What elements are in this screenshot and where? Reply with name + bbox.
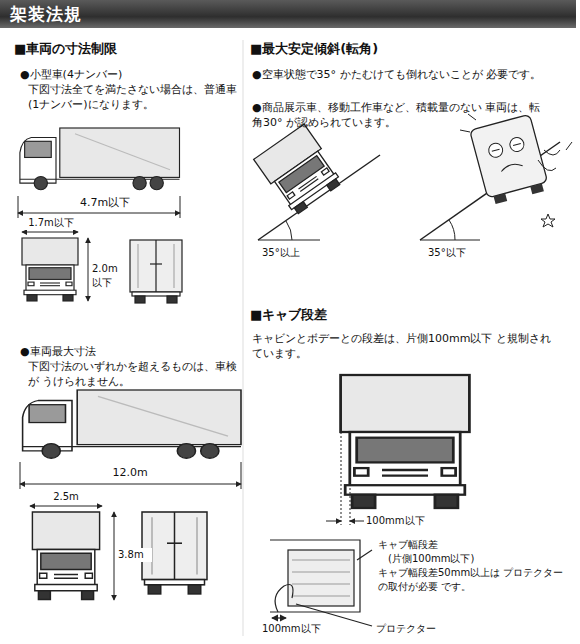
note: ●空車状態で35° かたむけても倒れないことが 必要です。 [252, 68, 542, 83]
dimension: 100mm以下 [366, 514, 446, 528]
note: ●商品展示車、移動工作車など、積載量のない 車両は、転角30° が認められていま… [252, 101, 542, 131]
dimension: 2.5m [36, 490, 96, 504]
callout-note: (片側100mm以下) [388, 552, 538, 566]
header-band [0, 0, 576, 28]
section-heading: ■キャブ段差 [250, 306, 450, 324]
note: 下図寸法のいずれかを超えるものは、車検が うけられません。 [28, 360, 243, 390]
dimension: 12.0m [100, 466, 160, 481]
angle-label: 35°以上 [262, 246, 322, 260]
item-heading: ●車両最大寸法 [20, 345, 235, 360]
section-heading: ■車両の寸法制限 [14, 40, 234, 58]
dimension: 4.7m以下 [60, 196, 150, 211]
section-heading: ■最大安定傾斜(転角) [250, 40, 550, 58]
dimension: 3.8m [118, 548, 152, 562]
note: キャビンとボデーとの段差は、片側100mm以下 と規制されています。 [252, 332, 552, 362]
callout-note: キャブ幅段差50mm以上は プロテクターの取付が必要 です。 [378, 566, 568, 593]
dimension: 100mm以下 [262, 622, 332, 636]
callout-label: プロテクター [376, 622, 466, 636]
item-heading: ●小型車(4ナンバー) [20, 68, 235, 83]
dimension: 1.7m以下 [20, 216, 82, 230]
angle-label: 35°以下 [428, 246, 488, 260]
callout-note: キャブ幅段差 [378, 538, 528, 552]
page-title: 架装法規 [10, 3, 82, 26]
note: 下図寸法全てを満たさない場合は、普通車 (1ナンバー)になります。 [28, 83, 243, 113]
dimension: 2.0m以下 [92, 262, 126, 289]
